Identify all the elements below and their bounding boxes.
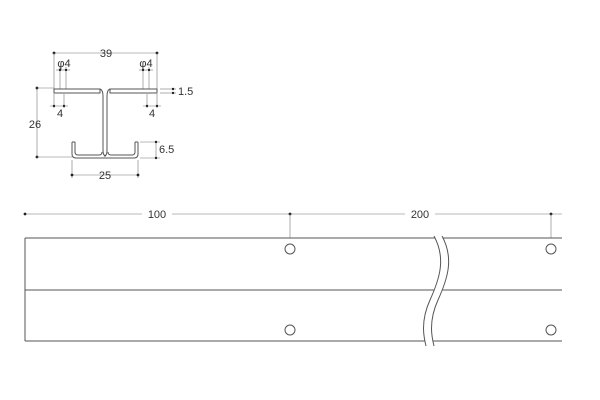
dimension-hole-left: φ4 [56, 58, 71, 89]
mounting-hole [545, 243, 557, 255]
break-line [423, 235, 450, 347]
dimension-thickness: 1.5 [160, 86, 193, 98]
dimension-bottom-width: 25 [70, 160, 140, 182]
plan-view: 100 200 [23, 207, 562, 347]
mounting-hole [284, 324, 296, 336]
lip-height-label: 6.5 [159, 144, 174, 156]
dimension-pitch-line: 100 200 [23, 207, 562, 238]
rail-body [24, 237, 562, 342]
thickness-label: 1.5 [178, 86, 193, 98]
pitch-second-label: 200 [411, 209, 429, 221]
bottom-width-label: 25 [99, 170, 111, 182]
mounting-hole [545, 324, 557, 336]
dimension-edge-left: 4 [50, 94, 68, 120]
edge-right-label: 4 [149, 108, 155, 120]
mounting-hole [284, 243, 296, 255]
edge-left-label: 4 [57, 108, 63, 120]
dimension-overall-width: 39 [52, 48, 159, 89]
dimension-height: 26 [29, 86, 72, 159]
overall-width-label: 39 [100, 48, 112, 60]
dimension-hole-right: φ4 [139, 58, 153, 89]
cross-section-view: 39 φ4 φ4 [29, 48, 193, 182]
pitch-first-label: 100 [148, 209, 166, 221]
dimension-lip-height: 6.5 [140, 140, 174, 160]
profile-outline [53, 88, 158, 159]
hole-right-label: φ4 [139, 58, 152, 70]
dimension-edge-right: 4 [143, 94, 161, 120]
hole-left-label: φ4 [57, 58, 70, 70]
height-label: 26 [29, 119, 41, 131]
